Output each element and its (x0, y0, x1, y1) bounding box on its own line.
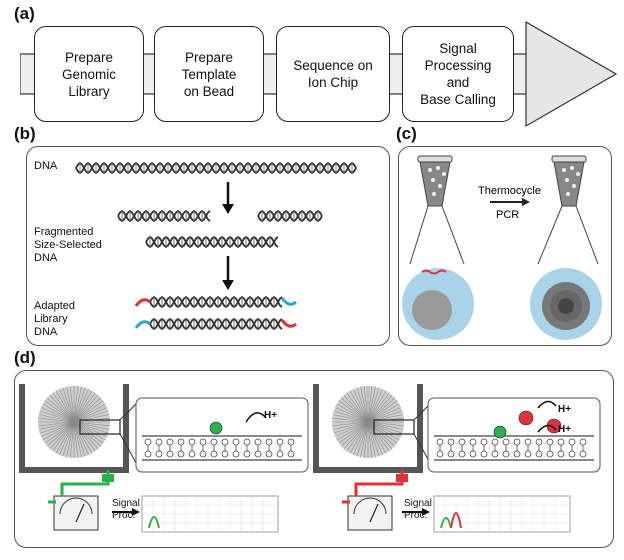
voltmeter-right (342, 470, 408, 531)
panel-b-label: (b) (14, 124, 36, 143)
tube-after-icon (551, 155, 587, 207)
voltmeter-left (48, 470, 114, 531)
panel-c-label: (c) (396, 124, 417, 143)
proton-left-label: H+ (264, 410, 278, 421)
pcr-label: PCR (496, 209, 519, 221)
tube-before-icon (417, 155, 453, 207)
ion-sensing-diagram (19, 384, 601, 533)
signal-arrow-left (112, 508, 140, 516)
dna-fragment-2 (257, 209, 323, 223)
ion-chip-well-right (313, 384, 435, 473)
thermocycle-label: Thermocycle (478, 185, 541, 197)
polymerase-chain-left (135, 397, 309, 473)
fragmented-dna-label: Fragmented Size-Selected DNA (34, 226, 102, 264)
panel-d-label: (d) (14, 348, 36, 367)
proton-right-label-1: H+ (558, 404, 572, 415)
emulsion-pcr-diagram: Thermocycle PCR (402, 155, 602, 340)
step-sequence-on-ion-chip: Sequence on Ion Chip (276, 26, 390, 122)
adapted-library-label: Adapted Library DNA (34, 300, 75, 338)
signal-trace-right (433, 495, 571, 533)
polymerase-chain-right (427, 397, 601, 473)
adapted-dna-2 (134, 317, 297, 331)
signal-proc-right-label: Signal Proc. (404, 498, 432, 521)
step-prepare-genomic-library: Prepare Genomic Library (34, 26, 144, 122)
dna-full-helix (75, 161, 357, 175)
signal-trace-left (141, 495, 279, 533)
ion-chip-well-left (19, 384, 141, 473)
signal-proc-left-label: Signal Proc. (112, 498, 140, 521)
signal-arrow-right (402, 508, 430, 516)
dna-label: DNA (34, 160, 58, 172)
dna-fragmentation-diagram (75, 161, 357, 331)
proton-right-label-2: H+ (558, 424, 572, 435)
dna-fragment-1 (117, 209, 211, 223)
dna-fragment-3 (145, 235, 279, 249)
step-signal-processing: Signal Processing and Base Calling (402, 26, 514, 122)
step-prepare-template-on-bead: Prepare Template on Bead (154, 26, 264, 122)
panel-a-label: (a) (14, 4, 35, 23)
bead-plain (412, 290, 452, 330)
adapted-dna-1 (134, 295, 297, 309)
